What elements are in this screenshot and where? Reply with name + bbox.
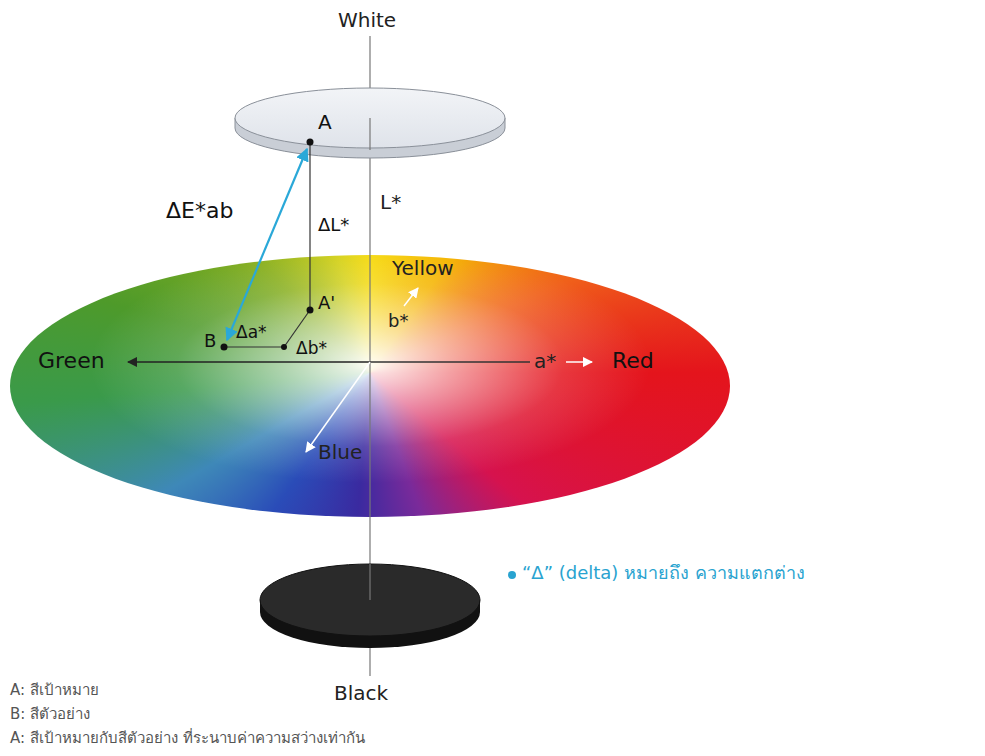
axis-label: b* [388, 310, 408, 332]
delta-a-line [224, 346, 284, 347]
delta-e-arrow [227, 149, 307, 340]
legend-note: B: สีตัวอย่าง [10, 705, 90, 723]
point-label: B [204, 330, 216, 352]
axis-label: White [338, 8, 396, 32]
lightness-axis-top [369, 118, 370, 150]
point-a-prime [307, 307, 314, 314]
legend-note: A: สีเป้าหมาย [10, 681, 99, 699]
axis-label: Green [38, 348, 105, 374]
lightness-axis [369, 36, 370, 676]
legend-note: A: สีเป้าหมายกับสีตัวอย่าง ที่ระนาบค่าคว… [10, 729, 365, 747]
axis-label: Red [612, 348, 654, 374]
axis-label: L* [380, 190, 401, 214]
a-axis [370, 361, 530, 363]
point-corner [281, 344, 287, 350]
delta-l-line [309, 142, 310, 310]
axis-label: Yellow [392, 256, 454, 280]
point-label: A' [318, 292, 335, 314]
point-b [221, 344, 228, 351]
delta-label: Δb* [296, 338, 327, 358]
axis-label: Black [334, 681, 388, 705]
point-a [307, 139, 314, 146]
a-axis-arrow [566, 361, 592, 363]
point-label: A [318, 110, 332, 134]
a-axis [128, 361, 370, 363]
delta-label: Δa* [236, 322, 267, 342]
lightness-axis-bottom [369, 564, 370, 600]
b-axis [306, 362, 370, 452]
black-disc [260, 564, 480, 636]
axis-label: a* [534, 349, 556, 373]
axis-label: Blue [318, 440, 362, 464]
delta-label: ΔE*ab [166, 198, 233, 224]
bullet-dot [508, 571, 516, 579]
note-text: “Δ” (delta) หมายถึง ความแตกต่าง [522, 562, 805, 584]
b-axis-arrow [404, 288, 418, 306]
delta-label: ΔL* [318, 214, 349, 236]
